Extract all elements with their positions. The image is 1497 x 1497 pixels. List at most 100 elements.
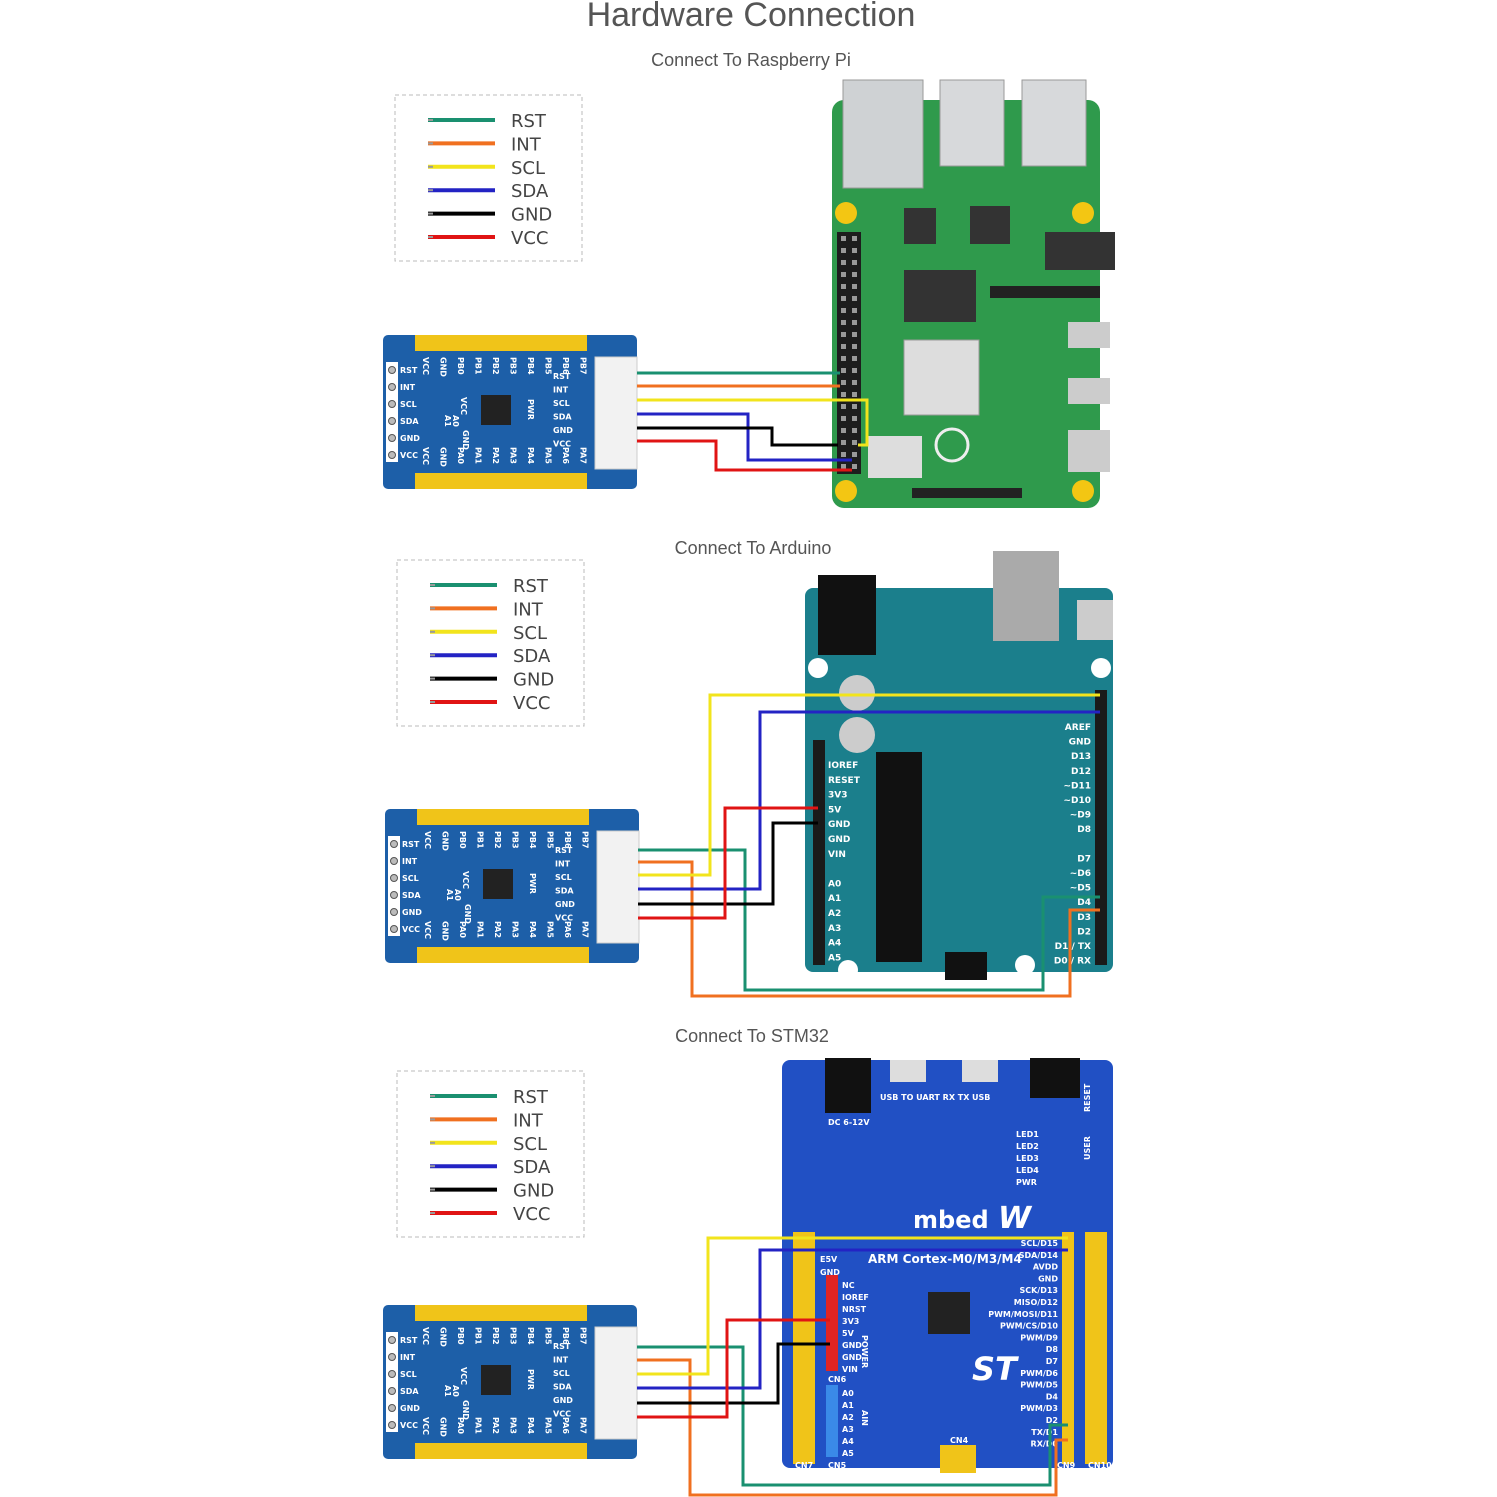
gpio-pin <box>841 368 846 373</box>
wire-gnd <box>638 821 818 906</box>
io-expansion-module: VCCVCCGNDGNDPB0PA0PB1PA1PB2PA2PB3PA3PB4P… <box>383 1305 638 1459</box>
legend-label-int: INT <box>513 1110 544 1131</box>
legend-label-gnd: GND <box>513 1181 554 1202</box>
gpio-pin <box>852 416 857 421</box>
wire-sda <box>637 412 852 462</box>
module-label: A1 <box>443 415 452 427</box>
usb-b-port <box>993 551 1059 641</box>
stm32-analog-label: A1 <box>842 1401 854 1410</box>
left-pin <box>390 891 398 899</box>
stm32-pcb <box>782 1060 1113 1468</box>
stm32-power-label: GND <box>842 1341 862 1350</box>
stm32-pin-label: PWM/CS/D10 <box>1000 1322 1058 1331</box>
legend-border <box>396 559 585 727</box>
legend-border <box>394 94 583 262</box>
connector-pin-label: GND <box>553 1396 573 1405</box>
bottom-pin-header <box>417 947 589 963</box>
left-pin-strip <box>386 1332 398 1432</box>
gpio-pin <box>841 380 846 385</box>
gpio-pin <box>852 272 857 277</box>
legend-label-gnd: GND <box>513 670 554 691</box>
arduino-pin-label: IOREF <box>828 761 858 771</box>
gpio-pin <box>852 356 857 361</box>
stm32-header-label: CN6 <box>828 1375 847 1384</box>
arduino-pin-label: GND <box>1069 738 1091 748</box>
page-title: Hardware Connection <box>587 0 916 34</box>
stm32-pin-label: SDA/D14 <box>1019 1251 1059 1260</box>
top-pin-label: PB5 <box>544 357 553 375</box>
stm32-power-label: 5V <box>842 1329 855 1338</box>
module-label: A0 <box>451 1385 460 1397</box>
mount-hole <box>835 480 857 502</box>
left-pin <box>388 1421 396 1429</box>
connector-pin-label: VCC <box>553 440 571 449</box>
top-pin-label: PB6 <box>563 831 572 849</box>
stm32-pin-label: SCL/D15 <box>1021 1239 1059 1248</box>
top-pin-label: PB5 <box>544 1327 553 1345</box>
left-pin-label: INT <box>400 383 416 392</box>
top-pin-label: VCC <box>423 831 432 849</box>
wire-rst <box>637 1345 1068 1487</box>
gpio-pin <box>841 416 846 421</box>
usb-port <box>1021 79 1087 167</box>
legend-label-rst: RST <box>511 111 547 132</box>
top-pin-label: PB7 <box>579 1327 588 1345</box>
arduino-pin-label: A0 <box>828 879 841 889</box>
top-pin-label: PB2 <box>491 357 500 375</box>
left-pin-label: RST <box>400 366 418 375</box>
stm32-led-label: LED3 <box>1016 1154 1039 1163</box>
capacitor <box>839 675 875 711</box>
legend-label-sda: SDA <box>513 1157 551 1178</box>
legend-label-sda: SDA <box>511 181 549 202</box>
arduino-pin-label: ~D6 <box>1070 869 1091 879</box>
mount-hole <box>838 960 858 980</box>
legend-label-sda: SDA <box>513 646 551 667</box>
gpio-pin <box>841 308 846 313</box>
top-pin-header <box>415 1305 587 1321</box>
stm32-label: USER <box>1083 1136 1092 1160</box>
bottom-pin-label: PA0 <box>456 1417 465 1434</box>
left-pin-strip <box>388 836 400 936</box>
stm32-header-label: E5V <box>820 1255 838 1264</box>
ic-chip <box>481 1365 511 1395</box>
bottom-pin-label: PA7 <box>581 921 590 938</box>
legend-label-vcc: VCC <box>513 1204 550 1225</box>
left-pin <box>390 857 398 865</box>
cn9-header <box>1062 1232 1074 1464</box>
stm32-label: RESET <box>1083 1083 1092 1112</box>
left-pin-label: SDA <box>400 417 419 426</box>
st-logo: ST <box>972 1350 1019 1388</box>
mount-hole <box>808 658 828 678</box>
mount-hole <box>835 202 857 224</box>
connector-pin-label: RST <box>553 372 571 381</box>
usb-port <box>890 1060 926 1082</box>
gpio-pin <box>852 332 857 337</box>
module-label: GND <box>461 430 470 450</box>
bottom-pin-label: VCC <box>421 447 430 465</box>
module-label: GND <box>463 904 472 924</box>
gpio-pin <box>852 452 857 457</box>
top-pin-label: PB1 <box>474 357 483 375</box>
top-pin-label: PB2 <box>491 1327 500 1345</box>
atmega-chip <box>876 752 922 962</box>
left-pin-label: RST <box>400 1336 418 1345</box>
stm32-led-label: LED1 <box>1016 1130 1039 1139</box>
gpio-pin <box>841 236 846 241</box>
top-pin-header <box>417 809 589 825</box>
top-pin-label: GND <box>439 357 448 377</box>
legend-label-gnd: GND <box>511 205 552 226</box>
bottom-pin-label: PA7 <box>579 447 588 464</box>
left-pin <box>388 1404 396 1412</box>
analog-header <box>826 1385 838 1457</box>
arduino-pin-label: ~D11 <box>1063 781 1091 791</box>
display-connector <box>990 286 1100 298</box>
gpio-pin <box>841 392 846 397</box>
arduino-pin-label: GND <box>828 835 850 845</box>
gpio-pin <box>841 296 846 301</box>
stm32-analog-label: A3 <box>842 1425 854 1434</box>
left-pin-label: SDA <box>400 1387 419 1396</box>
left-pin-label: VCC <box>402 925 420 934</box>
ic-chip <box>481 395 511 425</box>
gpio-pin <box>841 440 846 445</box>
